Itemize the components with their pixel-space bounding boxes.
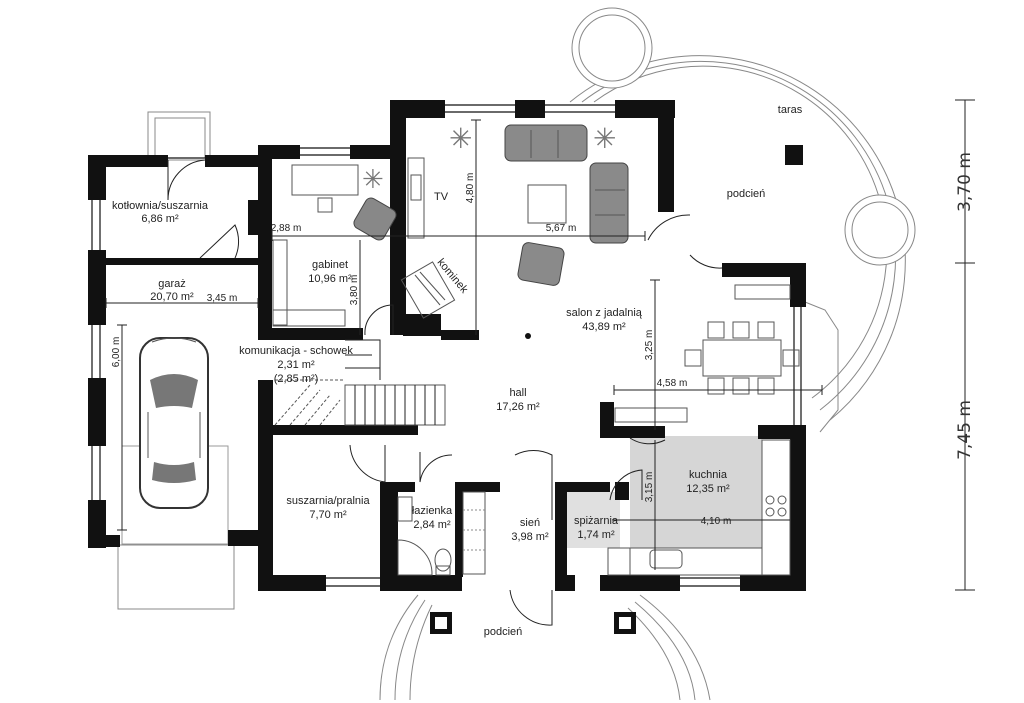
dimension-lines bbox=[105, 99, 975, 591]
room-labels: kotłownia/suszarnia 6,86 m² garaż 20,70 … bbox=[112, 104, 803, 638]
room-area-komunikacja-2: (2,85 m²) bbox=[274, 373, 319, 385]
column-marker bbox=[525, 333, 531, 339]
doors bbox=[167, 159, 723, 626]
overall-dim-lower: 7,45 m bbox=[955, 400, 975, 460]
walls bbox=[88, 100, 806, 591]
label-tv: TV bbox=[434, 191, 449, 203]
overall-dim-upper: 3,70 m bbox=[955, 152, 975, 212]
room-area-kotlownia: 6,86 m² bbox=[141, 213, 179, 225]
svg-text:✳: ✳ bbox=[362, 164, 384, 194]
room-area-hall: 17,26 m² bbox=[496, 401, 540, 413]
room-name-salon: salon z jadalnią bbox=[566, 307, 643, 319]
room-name-kuchnia: kuchnia bbox=[689, 469, 728, 481]
room-name-kotlownia: kotłownia/suszarnia bbox=[112, 200, 209, 212]
label-podcien-bottom: podcień bbox=[484, 626, 523, 638]
room-area-garaz: 20,70 m² bbox=[150, 291, 194, 303]
room-name-garaz: garaż bbox=[158, 278, 186, 290]
room-name-komunikacja: komunikacja - schowek bbox=[239, 345, 353, 357]
dim-gabinet-width: 2,88 m bbox=[271, 223, 302, 234]
svg-text:✳: ✳ bbox=[593, 123, 616, 154]
dim-kitchen-depth: 3,15 m bbox=[644, 472, 655, 503]
dim-dining-depth: 3,25 m bbox=[644, 330, 655, 361]
svg-text:✳: ✳ bbox=[449, 123, 472, 154]
dim-living-width: 5,67 m bbox=[546, 223, 577, 234]
label-podcien-top: podcień bbox=[727, 188, 766, 200]
dim-garage-width: 3,45 m bbox=[207, 293, 238, 304]
label-kominek: kominek bbox=[435, 257, 471, 296]
room-name-suszarnia: suszarnia/pralnia bbox=[286, 495, 370, 507]
pantry-floor bbox=[565, 492, 620, 548]
dim-kitchen-width: 4,10 m bbox=[701, 516, 732, 527]
room-area-suszarnia: 7,70 m² bbox=[309, 509, 347, 521]
room-area-lazienka: 2,84 m² bbox=[413, 519, 451, 531]
dimension-labels: 3,45 m 6,00 m 2,88 m 3,80 m 4,80 m 5,67 … bbox=[111, 173, 731, 527]
dim-dining-width: 4,58 m bbox=[657, 378, 688, 389]
room-name-sien: sień bbox=[520, 517, 540, 529]
room-area-sien: 3,98 m² bbox=[511, 531, 549, 543]
furniture: ✳ ✳ ✳ bbox=[272, 123, 800, 576]
room-name-lazienka: łazienka bbox=[412, 505, 453, 517]
room-area-komunikacja-1: 2,31 m² bbox=[277, 359, 315, 371]
stairs bbox=[274, 339, 446, 426]
dim-gabinet-height: 3,80 m bbox=[349, 275, 360, 306]
room-name-gabinet: gabinet bbox=[312, 259, 348, 271]
room-area-gabinet: 10,96 m² bbox=[308, 273, 352, 285]
car-icon bbox=[139, 337, 209, 509]
label-taras: taras bbox=[778, 104, 803, 116]
porch-arcs bbox=[379, 594, 711, 701]
kitchen-floor bbox=[630, 436, 762, 548]
overall-dimension-labels: 3,70 m 7,45 m bbox=[955, 152, 975, 460]
room-area-kuchnia: 12,35 m² bbox=[686, 483, 730, 495]
terrace-arcs bbox=[569, 7, 916, 433]
dim-garage-length: 6,00 m bbox=[111, 337, 122, 368]
dim-living-depth: 4,80 m bbox=[465, 173, 476, 204]
room-area-spizarnia: 1,74 m² bbox=[577, 529, 615, 541]
room-name-spizarnia: spiżarnia bbox=[574, 515, 619, 527]
room-area-salon: 43,89 m² bbox=[582, 321, 626, 333]
room-name-hall: hall bbox=[509, 387, 526, 399]
